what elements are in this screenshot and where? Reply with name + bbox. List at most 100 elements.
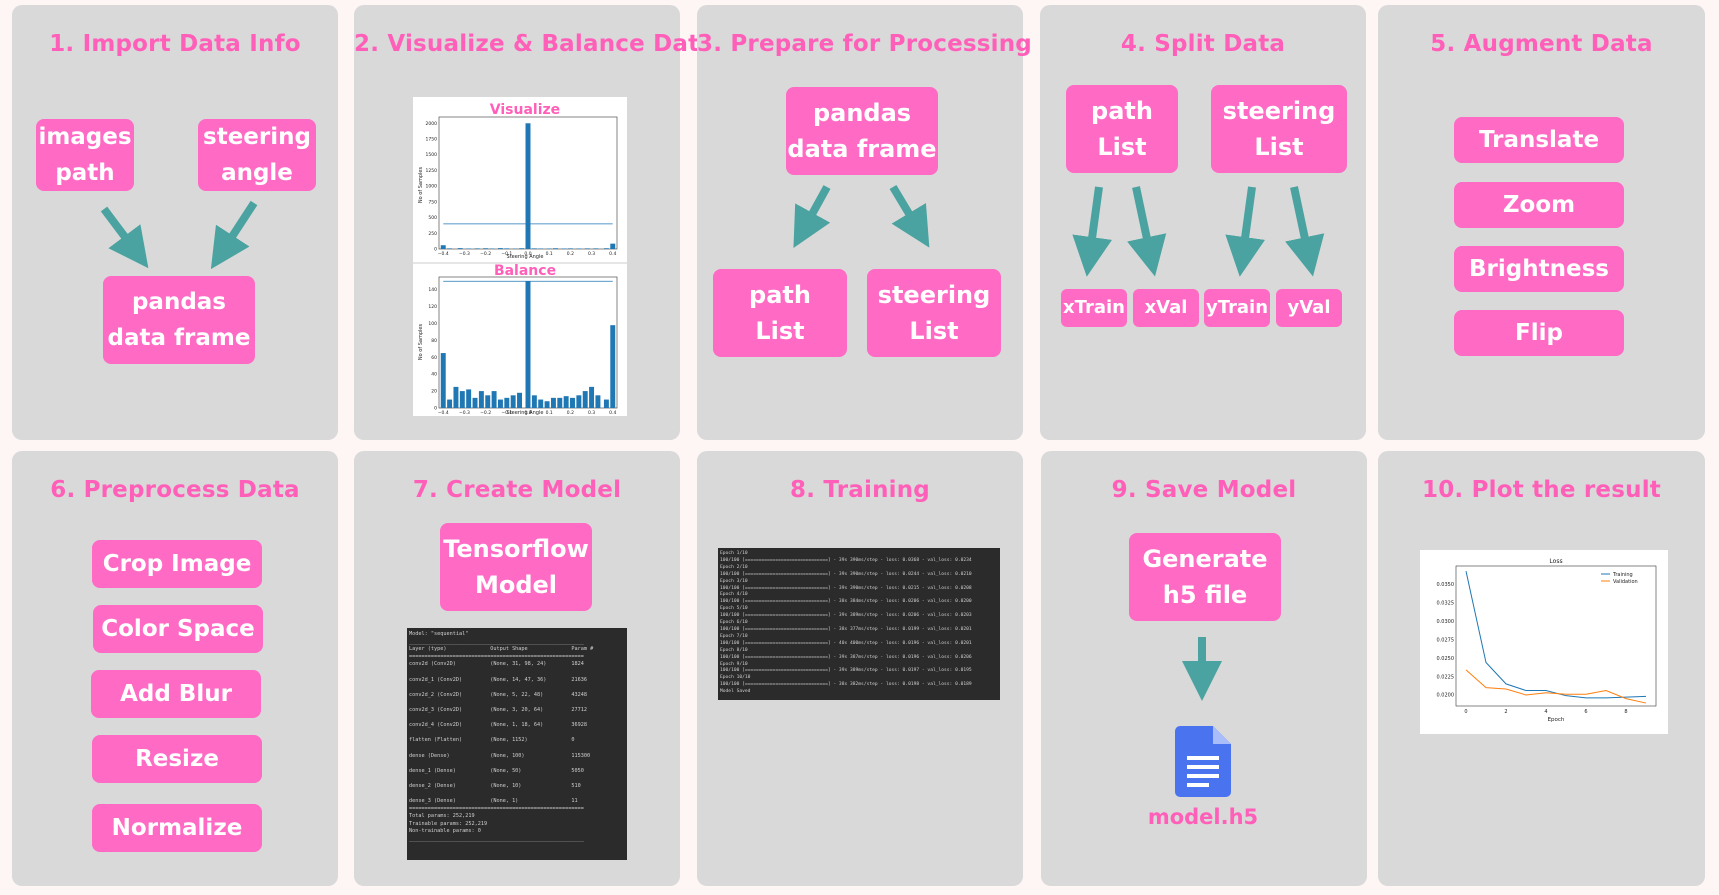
x-tick-label: 0.3	[588, 410, 595, 416]
brightness-step: Brightness	[1454, 246, 1624, 292]
y-tick-label: 0	[434, 247, 437, 253]
x-tick-label: 0.4	[609, 251, 616, 257]
x-tick-label: −0.3	[459, 251, 470, 257]
y-tick-label: 0.0350	[1437, 582, 1455, 588]
y-tick-label: 1250	[426, 168, 438, 174]
x-tick-label: −0.2	[480, 410, 491, 416]
arrow-icon	[793, 184, 930, 249]
y-tick-label: 40	[431, 372, 437, 378]
color-space-step: Color Space	[93, 605, 263, 653]
histogram-bar	[472, 397, 478, 408]
series-line-training	[1465, 571, 1647, 699]
histogram-bar	[440, 245, 446, 249]
histogram-bar	[519, 248, 525, 249]
x-tick-label: 0.0	[524, 410, 531, 416]
x-tick-label: 0.1	[546, 251, 553, 257]
y-tick-label: 0	[434, 406, 437, 412]
panel-title: 5. Augment Data	[1430, 31, 1653, 57]
normalize-step: Normalize	[92, 804, 262, 852]
histogram-bar	[584, 248, 590, 249]
translate-step: Translate	[1454, 117, 1624, 163]
y-tick-label: 100	[428, 321, 437, 327]
x-tick-label: −0.1	[501, 410, 512, 416]
y-tick-label: 250	[428, 231, 437, 237]
arrow-icon	[1182, 637, 1222, 701]
histogram-bar	[567, 248, 573, 249]
histogram-bar	[466, 248, 472, 249]
pandas-dataframe-box: pandas data frame	[786, 87, 938, 175]
zoom-step: Zoom	[1454, 182, 1624, 228]
histogram-bar	[497, 248, 503, 249]
model-filename: model.h5	[1147, 805, 1259, 829]
histogram-bar	[478, 391, 484, 408]
tensorflow-model-box: Tensorflow Model	[440, 523, 592, 611]
y-tick-label: 140	[428, 287, 437, 293]
histogram-bar	[582, 391, 588, 408]
histogram-bar	[497, 399, 503, 408]
y-tick-label: 750	[428, 199, 437, 205]
x-tick-label: 0	[1464, 709, 1467, 715]
histogram-bar	[483, 248, 489, 249]
histogram-bar	[593, 248, 599, 249]
visualize-title: Visualize	[490, 102, 560, 118]
x-tick-label: 0.2	[567, 251, 574, 257]
legend-label: Validation	[1613, 579, 1638, 585]
histogram-bar	[553, 248, 559, 249]
histogram-bar	[603, 248, 609, 249]
xval-box: xVal	[1133, 289, 1199, 327]
panel-title: 10. Plot the result	[1422, 477, 1661, 503]
plot-frame	[1455, 565, 1657, 707]
arrow-icon	[1072, 186, 1325, 277]
y-tick-label: 120	[428, 304, 437, 310]
histogram-bar	[610, 325, 616, 408]
resize-step: Resize	[92, 735, 262, 783]
panel-title: 8. Training	[790, 477, 930, 503]
y-tick-label: 0.0300	[1437, 619, 1455, 625]
pandas-dataframe-box: pandas data frame	[103, 276, 255, 364]
panel-title: 4. Split Data	[1120, 31, 1286, 57]
histogram-bar	[550, 397, 556, 408]
y-tick-label: 0.0325	[1437, 601, 1455, 607]
y-tick-label: 500	[428, 215, 437, 221]
histogram-bar	[474, 248, 480, 249]
steering-angle-box: steering angle	[198, 119, 316, 191]
histogram-bar	[561, 248, 567, 249]
y-tick-label: 0.0225	[1437, 674, 1455, 680]
panel-save-model: 9. Save Model Generate h5 file model.h5	[1041, 451, 1367, 886]
legend-label: Training	[1612, 572, 1633, 578]
model-summary: Model: "sequential" ____________________…	[407, 628, 627, 860]
histogram-bar	[447, 248, 453, 249]
balance-ylabel: No of Samples	[418, 324, 424, 361]
panel-title: 7. Create Model	[412, 477, 622, 503]
xtrain-box: xTrain	[1061, 289, 1127, 327]
balance-xlabel: Steering Angle	[507, 410, 544, 416]
x-tick-label: −0.4	[438, 251, 449, 257]
x-tick-label: 0.1	[546, 410, 553, 416]
histogram-bar	[510, 395, 516, 408]
histogram-bar	[466, 389, 472, 408]
histogram-bar	[570, 397, 575, 408]
steering-list-box: steering List	[1211, 85, 1347, 173]
path-list-box: path List	[713, 269, 847, 357]
chart-title: Loss	[1549, 558, 1562, 565]
histogram-bar	[504, 248, 510, 249]
panel-preprocess-data: 6. Preprocess Data Crop Image Color Spac…	[12, 451, 338, 886]
panel-title: 2. Visualize & Balance Data	[354, 31, 716, 57]
path-list-box: path List	[1066, 85, 1178, 173]
histogram-bar	[489, 248, 495, 249]
y-tick-label: 0.0250	[1437, 656, 1455, 662]
generate-h5-box: Generate h5 file	[1129, 533, 1281, 621]
histogram-bar	[563, 396, 569, 408]
y-tick-label: 2000	[426, 121, 438, 127]
images-path-box: images path	[36, 119, 134, 191]
visualize-ylabel: No of Samples	[418, 167, 424, 204]
balance-title: Balance	[494, 263, 556, 279]
histogram-bar	[531, 395, 537, 408]
histogram-bar	[595, 395, 601, 408]
y-tick-label: 0.0200	[1437, 693, 1455, 699]
crop-image-step: Crop Image	[92, 540, 262, 588]
histogram-card: Visualize Balance Steering Angle Steerin…	[413, 97, 627, 416]
